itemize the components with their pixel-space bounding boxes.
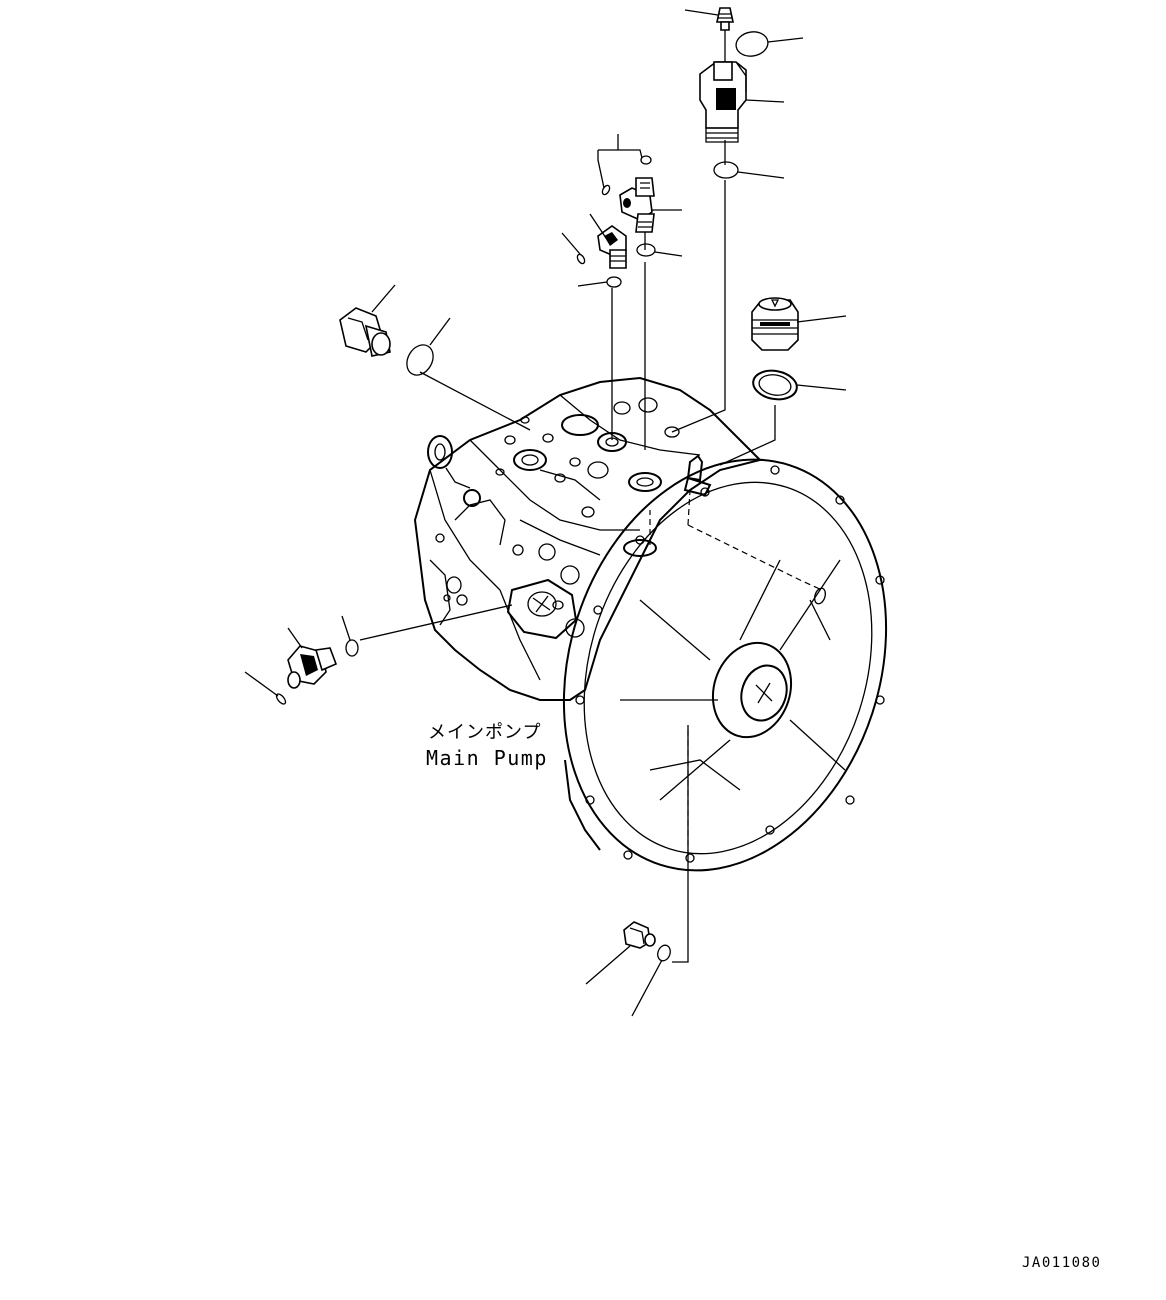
hidden-lines (649, 489, 823, 860)
o-ring-left (345, 639, 359, 657)
o-ring-plug (406, 344, 434, 376)
o-ring-elbow (606, 276, 622, 288)
drawing-code: JA011080 (1022, 1255, 1102, 1271)
tee-fitting (619, 177, 655, 233)
cap-fitting (751, 297, 799, 351)
o-ring-drain (657, 944, 671, 962)
o-ring-tee (636, 243, 656, 257)
bleeder-fitting (716, 7, 734, 31)
main-pump-label-en: Main Pump (426, 746, 548, 770)
plug-large (339, 307, 391, 357)
left-elbow-fitting (287, 645, 338, 689)
main-pump-label-jp: メインポンプ (428, 722, 542, 743)
gasket-cap (752, 369, 798, 401)
seal-ring-top (735, 31, 769, 57)
small-o-ring-pair (601, 155, 652, 196)
flywheel-housing (562, 458, 888, 872)
seal-left (275, 693, 287, 705)
elbow-fitting (597, 225, 627, 269)
seal-elbow (576, 253, 586, 265)
o-ring-sensor (713, 161, 739, 179)
main-pump-body (413, 376, 762, 701)
callout-leaders (244, 9, 847, 1017)
drain-plug (623, 921, 656, 949)
pressure-sensor (699, 61, 747, 143)
